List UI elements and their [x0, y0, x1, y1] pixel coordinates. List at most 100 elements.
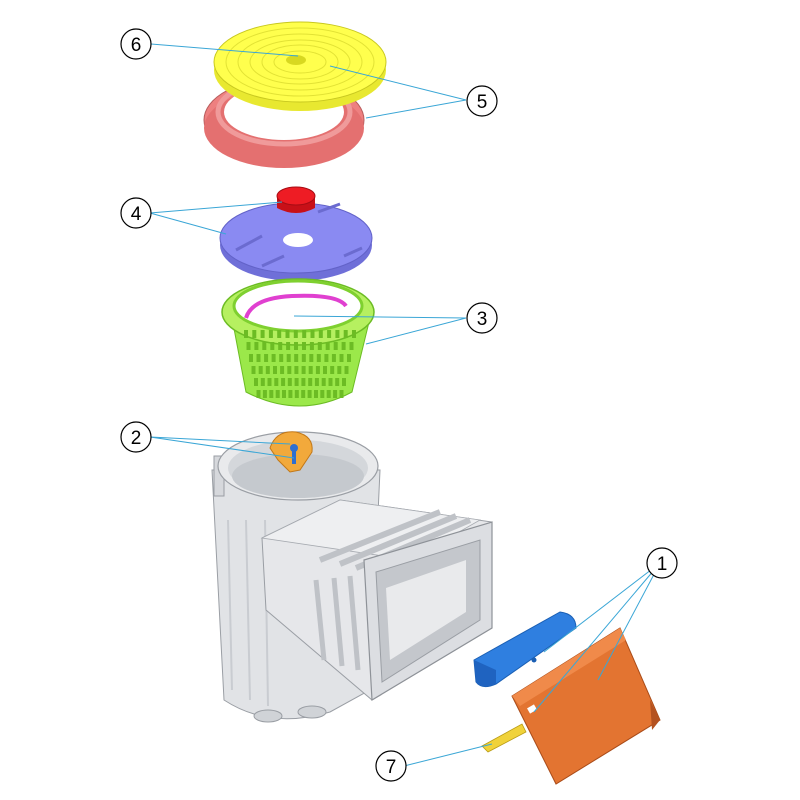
basket-mesh-hole	[294, 342, 298, 350]
basket-cover	[219, 202, 373, 281]
basket-mesh-hole	[344, 366, 349, 374]
basket-mesh-hole	[268, 330, 273, 338]
basket-mesh-hole	[267, 378, 272, 386]
basket-mesh-hole	[324, 354, 329, 362]
basket-mesh-hole	[275, 390, 280, 398]
callout-1: 1	[646, 547, 678, 579]
callout-6-label: 6	[131, 35, 142, 56]
lid	[213, 21, 387, 111]
basket-mesh-hole	[335, 330, 340, 338]
basket-mesh-hole	[294, 378, 299, 386]
basket-mesh-hole	[349, 342, 354, 350]
basket-mesh-hole	[252, 330, 257, 338]
basket-mesh-hole	[347, 354, 351, 362]
basket-mesh-hole	[330, 366, 335, 374]
basket-mesh-hole	[273, 366, 277, 374]
basket-mesh-hole	[254, 342, 259, 350]
basket-mesh-hole	[309, 342, 314, 350]
basket-mesh-hole	[271, 354, 276, 362]
basket-mesh-hole	[317, 342, 322, 350]
basket-mesh-hole	[335, 378, 340, 386]
cover-knob	[276, 186, 316, 213]
basket	[221, 278, 375, 407]
basket-mesh-hole	[333, 390, 338, 398]
basket-mesh-hole	[316, 354, 321, 362]
float-arm	[481, 723, 527, 753]
basket-mesh-hole	[325, 342, 330, 350]
basket-mesh-hole	[301, 354, 306, 362]
basket-mesh-hole	[244, 330, 248, 338]
basket-mesh-hole	[302, 330, 307, 338]
basket-mesh-hole	[352, 330, 356, 338]
basket-mesh	[244, 330, 356, 398]
callout-7: 7	[375, 750, 407, 782]
callout-4: 4	[120, 197, 152, 229]
basket-mesh-hole	[274, 378, 279, 386]
basket-mesh-hole	[321, 378, 326, 386]
basket-mesh-hole	[260, 330, 265, 338]
basket-mesh-hole	[256, 390, 261, 398]
callout-1-label: 1	[657, 554, 668, 575]
basket-mesh-hole	[314, 390, 318, 398]
basket-mesh-hole	[270, 342, 275, 350]
basket-mesh-hole	[294, 390, 299, 398]
basket-mesh-hole	[301, 390, 306, 398]
basket-mesh-hole	[339, 390, 344, 398]
basket-mesh-hole	[265, 366, 270, 374]
basket-mesh-hole	[281, 378, 286, 386]
basket-mesh-hole	[301, 366, 306, 374]
basket-mesh-hole	[337, 366, 342, 374]
callout-6: 6	[120, 28, 152, 60]
callout-3-label: 3	[477, 309, 488, 330]
flap-blue	[473, 611, 577, 688]
basket-mesh-hole	[278, 342, 283, 350]
basket-mesh-hole	[249, 354, 253, 362]
basket-mesh-hole	[342, 378, 346, 386]
basket-mesh-hole	[323, 366, 327, 374]
basket-mesh-hole	[251, 366, 256, 374]
callout-4-label: 4	[131, 204, 142, 225]
basket-mesh-hole	[294, 354, 299, 362]
basket-mesh-hole	[294, 366, 299, 374]
basket-mesh-hole	[285, 330, 290, 338]
basket-mesh-hole	[309, 354, 314, 362]
basket-mesh-hole	[277, 330, 282, 338]
basket-mesh-hole	[286, 354, 291, 362]
basket-mesh-hole	[308, 366, 313, 374]
callout-5: 5	[466, 85, 498, 117]
basket-mesh-hole	[282, 390, 286, 398]
basket-mesh-hole	[343, 330, 348, 338]
basket-mesh-hole	[280, 366, 285, 374]
basket-mesh-hole	[262, 342, 267, 350]
basket-mesh-hole	[341, 342, 346, 350]
basket-mesh-hole	[301, 378, 306, 386]
basket-mesh-hole	[315, 366, 320, 374]
basket-mesh-hole	[320, 390, 325, 398]
basket-mesh-hole	[333, 342, 338, 350]
flap-orange	[511, 627, 661, 785]
callout-5-label: 5	[477, 92, 488, 113]
basket-mesh-hole	[262, 390, 267, 398]
skimmer-body	[211, 431, 493, 723]
basket-mesh-hole	[307, 390, 312, 398]
basket-mesh-hole	[331, 354, 336, 362]
basket-mesh-hole	[246, 342, 251, 350]
basket-mesh-hole	[328, 378, 333, 386]
basket-mesh-hole	[256, 354, 261, 362]
valve	[269, 431, 313, 473]
basket-mesh-hole	[286, 342, 291, 350]
basket-mesh-hole	[314, 378, 319, 386]
basket-mesh-hole	[260, 378, 265, 386]
callout-2: 2	[120, 421, 152, 453]
basket-mesh-hole	[254, 378, 258, 386]
basket-mesh-hole	[269, 390, 274, 398]
basket-mesh-hole	[302, 342, 306, 350]
basket-mesh-hole	[326, 390, 331, 398]
basket-mesh-hole	[287, 366, 292, 374]
basket-mesh-hole	[293, 330, 298, 338]
basket-mesh-hole	[258, 366, 263, 374]
callout-3: 3	[466, 302, 498, 334]
basket-mesh-hole	[310, 330, 315, 338]
callout-2-label: 2	[131, 428, 142, 449]
